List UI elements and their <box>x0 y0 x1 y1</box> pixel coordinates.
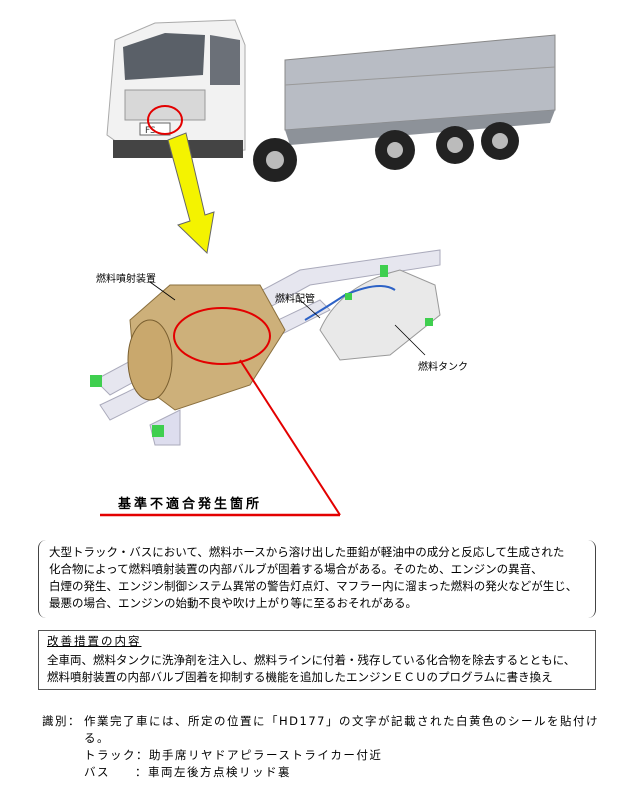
problem-line: 白煙の発生、エンジン制御システム異常の警告灯点灯、マフラー内に溜まった燃料の発火… <box>49 579 578 593</box>
emblem-highlight-ellipse <box>147 105 183 135</box>
label-fuel-tank: 燃料タンク <box>418 362 468 373</box>
remedy-line: 燃料噴射装置の内部バルブ固着を抑制する機能を追加したエンジンＥＣＵのプログラムに… <box>47 670 553 684</box>
identification-label: 識別： <box>42 714 81 728</box>
remedy-line: る。 <box>47 686 587 689</box>
remedy-section: 改善措置の内容 全車両、燃料タンクに洗浄剤を注入し、燃料ラインに付着・残存してい… <box>38 630 596 690</box>
annotation-overlay <box>90 105 441 517</box>
identification-text-cont: る。 <box>84 731 110 745</box>
label-fuel-pipe: 燃料配管 <box>275 294 315 305</box>
yellow-arrow-icon <box>167 132 215 255</box>
fault-location-label: 基準不適合発生箇所 <box>118 497 263 512</box>
identification-bus-label: バス <box>84 765 110 779</box>
identification-bus: ：車両左後方点検リッド裏 <box>135 765 291 779</box>
label-injector: 燃料噴射装置 <box>96 274 156 285</box>
problem-description: 大型トラック・バスにおいて、燃料ホースから溶け出した亜鉛が軽油中の成分と反応して… <box>38 540 596 618</box>
remedy-line: 全車両、燃料タンクに洗浄剤を注入し、燃料ラインに付着・残存している化合物を除去す… <box>47 653 576 667</box>
remedy-heading: 改善措置の内容 <box>47 634 142 648</box>
truck-image: FS <box>106 19 556 182</box>
problem-line: 大型トラック・バスにおいて、燃料ホースから溶け出した亜鉛が軽油中の成分と反応して… <box>49 545 565 559</box>
injector-highlight-ellipse <box>173 307 271 365</box>
problem-line: 化合物によって燃料噴射装置の内部バルブが固着する場合がある。そのため、エンジンの… <box>49 562 543 576</box>
engine-diagram <box>90 249 441 446</box>
identification-truck: トラック：助手席リヤドアピラーストライカー付近 <box>84 748 383 762</box>
identification-text: 作業完了車には、所定の位置に「HD177」の文字が記載された白黄色のシールを貼付… <box>84 714 599 728</box>
problem-line: 最悪の場合、エンジンの始動不良や吹け上がり等に至るおそれがある。 <box>49 596 417 610</box>
truck-badge: FS <box>145 126 156 136</box>
